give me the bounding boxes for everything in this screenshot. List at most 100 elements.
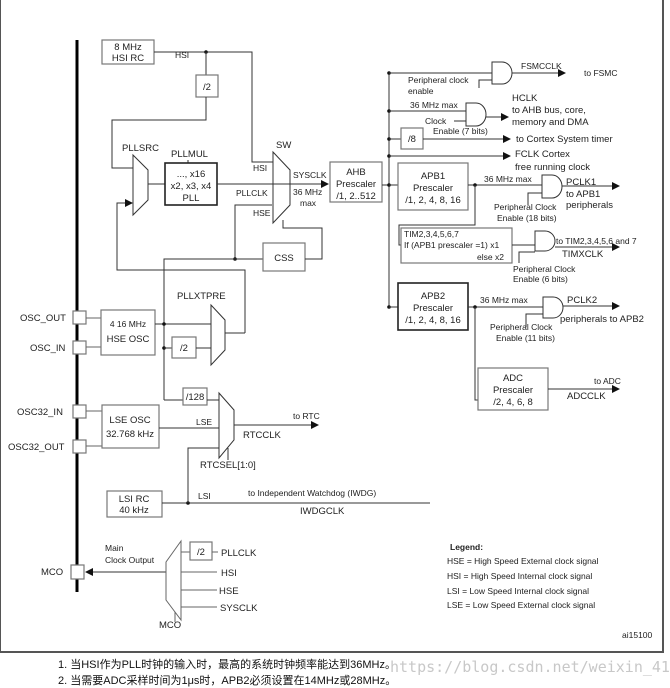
hclk-label: HCLK	[512, 93, 538, 104]
diagram-label: ..., x16	[177, 169, 206, 180]
diagram-label: Prescaler	[493, 385, 533, 396]
mco-div2-block	[189, 541, 213, 561]
diagram-label: peripherals to APB2	[560, 314, 644, 325]
diagram-label: HSI = High Speed Internal clock signal	[447, 571, 592, 581]
rtcclk-label: RTCCLK	[243, 430, 281, 441]
diagram-label: 32.768 kHz	[106, 429, 154, 440]
hsi-rc-block: 8 MHz HSI RC	[101, 39, 155, 65]
watermark: https://blog.csdn.net/weixin_41445387	[390, 658, 670, 676]
diagram-label: Main	[105, 543, 124, 553]
adcclk-label: ADCCLK	[567, 391, 606, 402]
diagram-label: LSE OSC	[109, 415, 150, 426]
diagram-label: Clock	[425, 116, 447, 126]
osc-in-pin	[72, 340, 87, 355]
pllmul-label: PLLMUL	[171, 149, 208, 160]
diagram-label: memory and DMA	[512, 117, 589, 128]
diagram-label: OSC32_OUT	[8, 442, 65, 453]
diagram-label: FCLK Cortex	[515, 149, 570, 160]
diagram-label: max	[300, 198, 317, 208]
diagram-label: /128	[186, 392, 205, 403]
note-2: 2. 当需要ADC采样时间为1μs时，APB2必须设置在14MHz或28MHz。	[58, 673, 396, 687]
diagram-label: free running clock	[515, 162, 590, 173]
diagram-label: /8	[408, 134, 416, 145]
ahb-prescaler: AHB Prescaler /1, 2..512	[329, 161, 383, 203]
diagram-label: x2, x3, x4	[171, 181, 212, 192]
figure-id: ai15100	[622, 630, 653, 640]
diagram-label: peripherals	[566, 200, 613, 211]
mco-mux	[165, 539, 182, 622]
diagram-label: Legend:	[450, 542, 483, 552]
diagram-label: to TIM2,3,4,5,6 and 7	[556, 236, 637, 246]
tim-multiplier: TIM2,3,4,5,6,7 If (APB1 prescaler =1) x1…	[400, 227, 513, 264]
timxclk-label: TIMXCLK	[562, 249, 604, 260]
diagram-label: PLLCLK	[236, 188, 268, 198]
diagram-label: 36 MHz max	[480, 295, 528, 305]
diagram-label: to RTC	[293, 411, 320, 421]
diagram-label: LSI = Low Speed Internal clock signal	[447, 586, 589, 596]
diagram-label: 8 MHz	[114, 42, 142, 53]
apb1-prescaler: APB1 Prescaler /1, 2, 4, 8, 16	[397, 162, 469, 211]
diagram-label: to Cortex System timer	[516, 134, 613, 145]
diagram-label: /1, 2, 4, 8, 16	[405, 315, 460, 326]
note-1: 1. 当HSI作为PLL时钟的输入时，最高的系统时钟频率能达到36MHz。	[58, 657, 396, 671]
lsi-rc-block: LSI RC 40 kHz	[106, 490, 163, 518]
pll-block: ..., x16 x2, x3, x4 PLL	[164, 162, 218, 206]
diagram-label: /2	[197, 547, 205, 558]
pclk2-label: PCLK2	[567, 295, 597, 306]
diagram-label: /2, 4, 6, 8	[493, 397, 533, 408]
diagram-label: Peripheral Clock	[494, 202, 557, 212]
diagram-label: CSS	[274, 253, 294, 264]
rtcsel-mux	[218, 391, 235, 460]
hse-osc-block: 4 16 MHz HSE OSC	[100, 309, 156, 356]
osc32-in-pin	[72, 404, 87, 419]
diagram-label: to ADC	[594, 376, 621, 386]
diagram-label: /2	[203, 82, 211, 93]
diagram-label: HSI	[253, 163, 267, 173]
diagram-label: Enable (11 bits)	[496, 333, 555, 343]
sw-label: SW	[276, 140, 291, 151]
hsi-div2-block: /2	[195, 74, 219, 98]
legend: Legend: HSE = High Speed External clock …	[447, 542, 599, 610]
diagram-label: to AHB bus, core,	[512, 105, 586, 116]
diagram-label: HSE	[253, 208, 271, 218]
fsmcclk-label: FSMCCLK	[521, 61, 562, 71]
diagram-label: 4 16 MHz	[110, 319, 146, 329]
diagram-label: Prescaler	[336, 179, 376, 190]
mco-pin	[70, 564, 85, 580]
diagram-label: LSI RC	[119, 494, 150, 505]
diagram-label: 36 MHz max	[484, 174, 532, 184]
hsi-wire-label: HSI	[175, 50, 189, 60]
diagram-label: TIM2,3,4,5,6,7	[404, 229, 459, 239]
diagram-label: Prescaler	[413, 183, 453, 194]
diagram-label: HSE = High Speed External clock signal	[447, 556, 599, 566]
diagram-label: 40 kHz	[119, 505, 149, 516]
figure-frame	[0, 0, 664, 653]
diagram-label: LSI	[198, 491, 211, 501]
diagram-label: Prescaler	[413, 303, 453, 314]
diagram-label: PLLCLK	[221, 548, 257, 559]
diagram-label: OSC32_IN	[17, 407, 63, 418]
diagram-label: /1, 2, 4, 8, 16	[405, 195, 460, 206]
diagram-label: 36 MHz max	[410, 100, 458, 110]
osc-out-pin	[72, 310, 87, 325]
diagram-label: Peripheral Clock	[490, 322, 553, 332]
lse-osc-block: LSE OSC 32.768 kHz	[101, 404, 160, 449]
diagram-label: MCO	[41, 567, 63, 578]
diagram-label: Peripheral Clock	[513, 264, 576, 274]
iwdgclk-label: IWDGCLK	[300, 506, 345, 517]
diagram-label: /1, 2..512	[336, 191, 376, 202]
diagram-label: Enable (7 bits)	[433, 126, 488, 136]
diagram-label: 36 MHz	[293, 187, 322, 197]
pllsrc-label: PLLSRC	[122, 143, 159, 154]
diagram-label: SYSCLK	[220, 603, 258, 614]
diagram-label: RTCSEL[1:0]	[200, 460, 256, 471]
pllxtpre-mux	[210, 303, 226, 367]
pclk1-label: PCLK1	[566, 177, 596, 188]
diagram-label: APB1	[421, 171, 445, 182]
diagram-label: Enable (6 bits)	[513, 274, 568, 284]
diagram-label: ADC	[503, 373, 523, 384]
diagram-label: to FSMC	[584, 68, 618, 78]
pllxtpre-label: PLLXTPRE	[177, 291, 226, 302]
diagram-label: APB2	[421, 291, 445, 302]
